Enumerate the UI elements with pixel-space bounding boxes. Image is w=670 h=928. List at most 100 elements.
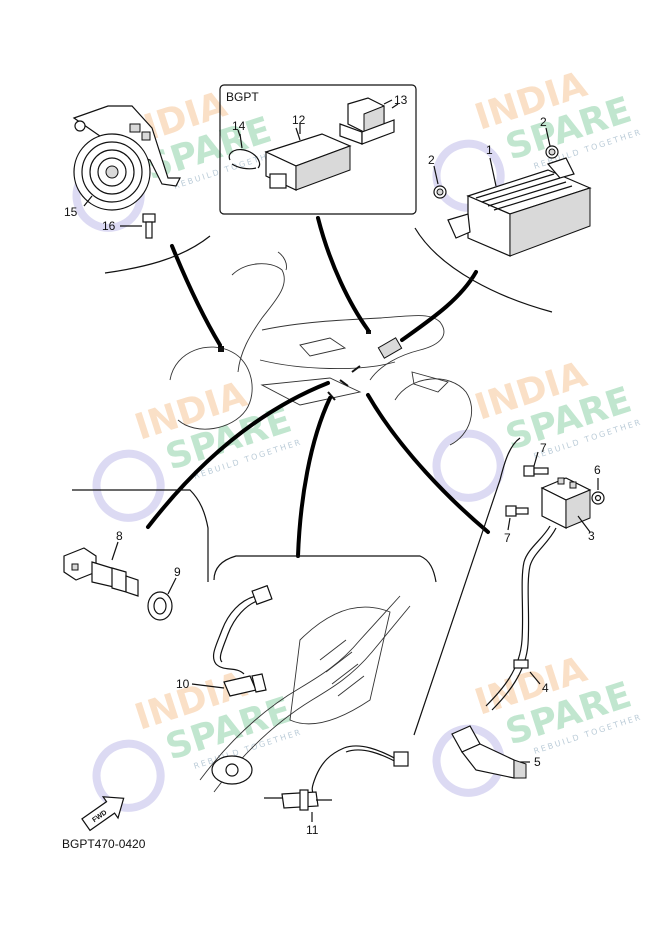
rectifier-fin-1 [475, 173, 555, 199]
exhaust-flange-hole [225, 763, 239, 777]
callout-10: 10 [176, 677, 190, 691]
callout-3: 3 [588, 529, 595, 543]
washer-6-outer [591, 491, 605, 505]
sensor-10-cable [212, 595, 257, 675]
watermark-mid-left: INDIA SPARE REBUILD TOGETHER [92, 374, 303, 522]
horn-center [105, 165, 119, 179]
coil-terminal-1 [557, 477, 565, 485]
callout-13: 13 [394, 93, 408, 107]
bgpt-box: BGPT [219, 84, 417, 215]
seat-outline [299, 337, 347, 357]
bracket-horn [104, 235, 211, 274]
washer-inner [153, 597, 167, 615]
sensor-10-hex [251, 673, 267, 693]
switch-tip [125, 575, 139, 597]
callout-12: 12 [292, 113, 306, 127]
callout-4: 4 [542, 681, 549, 695]
leader-lines [146, 216, 490, 558]
part-7-bolt-lower [505, 505, 529, 517]
sensor-11-connector [393, 751, 409, 767]
watermark-bottom-left: INDIA SPARE REBUILD TOGETHER [92, 664, 303, 812]
bolt-7-upper-head [523, 465, 535, 477]
callout-8: 8 [116, 529, 123, 543]
part-5-plug-cap [451, 725, 527, 779]
leader-cdi [316, 216, 370, 332]
callout-7-lower: 7 [504, 531, 511, 545]
fwd-arrow-icon [81, 796, 125, 832]
washer-outer [147, 591, 173, 621]
plug-cap-tip [513, 759, 527, 779]
part-9-washer [147, 591, 173, 621]
horn-terminal-2 [141, 131, 151, 141]
sensor-11-hex [299, 789, 309, 811]
harness-dashes [327, 365, 361, 401]
bracket-o2 [213, 555, 437, 583]
leader-ignition-coil [366, 393, 490, 534]
callout-14: 14 [232, 119, 246, 133]
callout-1: 1 [486, 143, 493, 157]
horn-mount-hole [74, 120, 86, 132]
part-1-rectifier-regulator [447, 157, 592, 257]
part-15-horn [72, 105, 181, 211]
watermark-icon [92, 739, 165, 812]
rear-wheel-outline [394, 378, 473, 446]
fwd-arrow: FWD [81, 796, 125, 832]
part-14-wire-lead [228, 133, 261, 170]
tail-outline [411, 371, 449, 393]
callout-5: 5 [534, 755, 541, 769]
leader-rectifier [400, 270, 478, 342]
bgpt-label: BGPT [226, 90, 259, 104]
exhaust-flange [211, 755, 253, 785]
horn-ring-2 [89, 149, 135, 195]
reference-code: BGPT470-0420 [62, 837, 146, 851]
coil-terminal-2 [569, 481, 577, 489]
leader-horn [170, 244, 222, 347]
hv-lead-line-2 [491, 527, 557, 711]
headlight-outline [277, 251, 287, 271]
front-wheel-outline [169, 346, 253, 430]
horn-ring-1 [81, 141, 143, 203]
exhaust-pipe-outline [199, 595, 401, 781]
callout-7-upper: 7 [540, 441, 547, 455]
part-2-nut-left [433, 185, 447, 199]
watermark-bottom-right: INDIA SPARE REBUILD TOGETHER [432, 649, 643, 797]
part-6-washer [591, 491, 605, 505]
cdi-marker [377, 337, 403, 359]
hv-lead-line-1 [485, 525, 551, 707]
part-10-o2-sensor-front [212, 584, 273, 697]
nut-2-right-inner [548, 148, 556, 156]
callout-11: 11 [306, 823, 319, 837]
rectifier-side [509, 187, 591, 257]
watermark-icon [92, 449, 165, 522]
body-outline [261, 315, 445, 381]
leader-o2-sensor [296, 396, 332, 558]
exhaust-stripes [319, 639, 365, 697]
horn-marker [218, 346, 224, 352]
sensor-10-connector [251, 584, 273, 606]
washer-6-inner [594, 494, 602, 502]
bolt-16-head [142, 213, 156, 223]
nut-2-left-inner [436, 188, 444, 196]
rectifier-marker [366, 330, 371, 334]
coil-side [565, 489, 591, 529]
part-12-cdi-unit [264, 127, 352, 191]
bracket-coil [413, 437, 521, 736]
switch-pin-1 [71, 563, 79, 571]
rectifier-fin-3 [487, 181, 567, 207]
bracket-rectifier [414, 227, 553, 313]
part-13-connector [339, 97, 395, 145]
sensor-11-cable [311, 745, 399, 797]
rectifier-tab-right [546, 157, 575, 179]
part-2-nut-right [545, 145, 559, 159]
horn-terminal [129, 123, 141, 133]
rectifier-tab-left [447, 213, 471, 239]
part-3-ignition-coil [540, 477, 592, 529]
callout-ticks [83, 103, 599, 822]
callout-6: 6 [594, 463, 601, 477]
plug-cap-body [461, 743, 515, 779]
bolt-7-lower-head [505, 505, 517, 517]
callout-9: 9 [174, 565, 181, 579]
rectifier-fin-2 [481, 177, 561, 203]
bolt-7-lower-shaft [515, 507, 529, 515]
